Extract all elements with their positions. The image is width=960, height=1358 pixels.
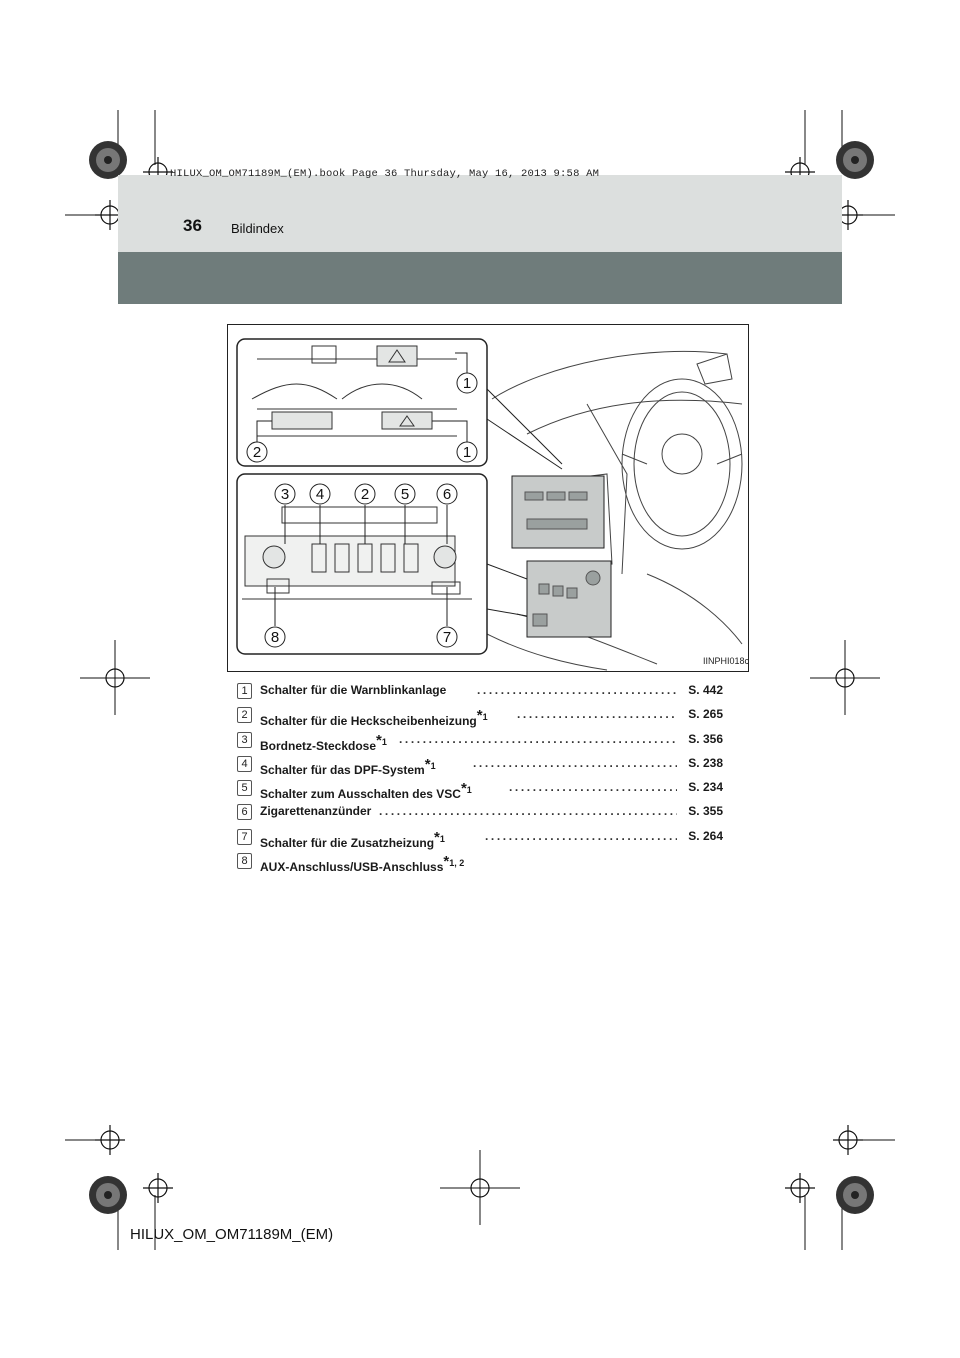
callout-1-top: 1 xyxy=(463,375,471,392)
page-reference[interactable]: S. 355 xyxy=(688,804,723,818)
dot-leader: ........................................… xyxy=(379,804,677,818)
callout-2-lower: 2 xyxy=(361,486,369,503)
list-item: 7 Schalter für die Zusatzheizung*1 .....… xyxy=(237,828,723,852)
callout-6: 6 xyxy=(443,486,451,503)
list-item: 1 Schalter für die Warnblinkanlage .....… xyxy=(237,682,723,706)
dot-leader: ........................................… xyxy=(399,732,677,746)
page-number: 36 xyxy=(183,216,202,236)
callout-3: 3 xyxy=(281,486,289,503)
list-item: 4 Schalter für das DPF-System*1 ........… xyxy=(237,755,723,779)
section-title: Bildindex xyxy=(231,221,284,236)
dot-leader: ........................................… xyxy=(485,829,677,843)
item-label: AUX-Anschluss/USB-Anschluss*1, 2 xyxy=(260,853,464,874)
dot-leader: ........................................… xyxy=(509,780,677,794)
page-reference[interactable]: S. 264 xyxy=(688,829,723,843)
dashboard-illustration: 1 1 2 3 4 2 5 6 8 7 xyxy=(227,324,749,672)
item-label: Schalter für das DPF-System*1 xyxy=(260,756,436,777)
item-number: 4 xyxy=(237,756,252,772)
page-reference[interactable]: S. 238 xyxy=(688,756,723,770)
document-id: HILUX_OM_OM71189M_(EM) xyxy=(130,1226,333,1243)
callout-4: 4 xyxy=(316,486,324,503)
page-reference[interactable]: S. 356 xyxy=(688,732,723,746)
page-reference[interactable]: S. 265 xyxy=(688,707,723,721)
dot-leader: ........................................… xyxy=(477,683,677,697)
dot-leader: ........................................… xyxy=(473,756,677,770)
header-dark-band xyxy=(118,252,842,304)
callout-2: 2 xyxy=(253,444,261,461)
list-item: 2 Schalter für die Heckscheibenheizung*1… xyxy=(237,706,723,730)
list-item: 5 Schalter zum Ausschalten des VSC*1 ...… xyxy=(237,779,723,803)
item-number: 8 xyxy=(237,853,252,869)
header-band xyxy=(118,175,842,252)
callout-5: 5 xyxy=(401,486,409,503)
page-reference[interactable]: S. 442 xyxy=(688,683,723,697)
print-info-line: HILUX_OM_OM71189M_(EM).book Page 36 Thur… xyxy=(170,168,599,180)
item-number: 1 xyxy=(237,683,252,699)
item-number: 7 xyxy=(237,829,252,845)
item-number: 2 xyxy=(237,707,252,723)
item-label: Bordnetz-Steckdose*1 xyxy=(260,732,387,753)
list-item: 6 Zigarettenanzünder ...................… xyxy=(237,803,723,827)
item-number: 3 xyxy=(237,732,252,748)
item-label: Zigarettenanzünder xyxy=(260,804,371,818)
figure-code: IINPHI018c xyxy=(703,656,749,666)
item-label: Schalter für die Heckscheibenheizung*1 xyxy=(260,707,488,728)
item-number: 5 xyxy=(237,780,252,796)
dot-leader: ........................................… xyxy=(517,707,677,721)
item-label: Schalter für die Zusatzheizung*1 xyxy=(260,829,445,850)
callout-1: 1 xyxy=(463,444,471,461)
item-list: 1 Schalter für die Warnblinkanlage .....… xyxy=(237,682,723,876)
item-number: 6 xyxy=(237,804,252,820)
callout-8: 8 xyxy=(271,629,279,646)
list-item: 8 AUX-Anschluss/USB-Anschluss*1, 2 xyxy=(237,852,723,876)
item-label: Schalter für die Warnblinkanlage xyxy=(260,683,446,697)
page-reference[interactable]: S. 234 xyxy=(688,780,723,794)
callout-7: 7 xyxy=(443,629,451,646)
list-item: 3 Bordnetz-Steckdose*1 .................… xyxy=(237,731,723,755)
item-label: Schalter zum Ausschalten des VSC*1 xyxy=(260,780,472,801)
